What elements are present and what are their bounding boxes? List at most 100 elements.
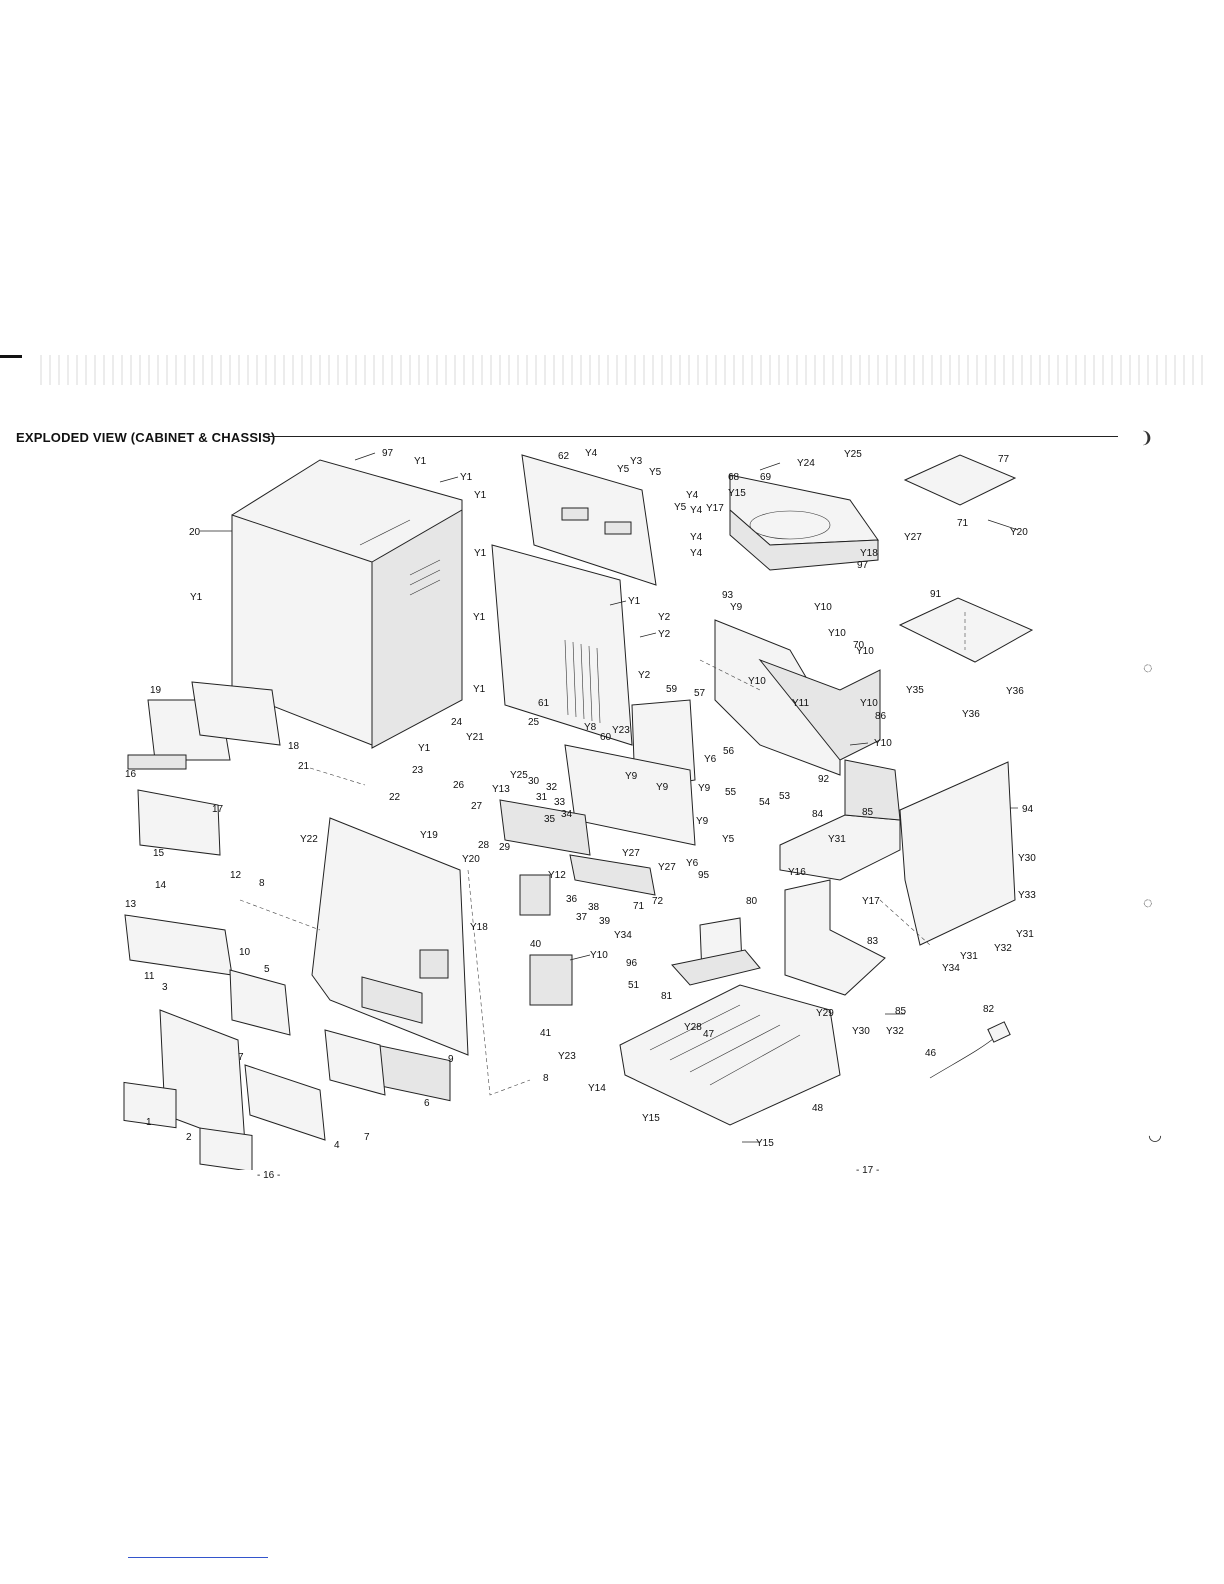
binder-hole-icon: ◌ — [1143, 895, 1153, 912]
callout-label: 6 — [424, 1098, 430, 1109]
callout-label: Y10 — [874, 738, 892, 749]
callout-label: Y1 — [628, 596, 641, 607]
callout-label: 94 — [1022, 804, 1034, 815]
callout-label: Y12 — [548, 870, 566, 881]
callout-label: 97 — [382, 448, 394, 459]
callout-label: 12 — [230, 870, 242, 881]
callout-label: Y20 — [462, 854, 480, 865]
callout-label: Y25 — [844, 449, 862, 460]
callout-label: Y2 — [658, 612, 671, 623]
callout-label: 15 — [153, 848, 165, 859]
callout-label: Y2 — [658, 629, 671, 640]
callout-label: 34 — [561, 809, 573, 820]
callout-label: Y4 — [690, 532, 703, 543]
callout-label: 47 — [703, 1029, 715, 1040]
callout-label: 40 — [530, 939, 542, 950]
callout-label: 26 — [453, 780, 465, 791]
callout-label: 8 — [543, 1073, 549, 1084]
callout-label: 85 — [895, 1006, 907, 1017]
callout-label: Y1 — [460, 472, 473, 483]
callout-label: 16 — [125, 769, 137, 780]
rear-panel — [521, 454, 657, 586]
callout-label: Y1 — [418, 743, 431, 754]
callout-label: 80 — [746, 896, 758, 907]
callout-label: 25 — [528, 717, 540, 728]
callout-label: Y1 — [474, 490, 487, 501]
callout-label: 59 — [666, 684, 678, 695]
binder-hole-icon: ◌ — [1143, 660, 1153, 677]
callout-label: 85 — [862, 807, 874, 818]
callout-label: 82 — [983, 1004, 995, 1015]
cd-changer-mechanism — [729, 474, 879, 571]
callout-label: Y1 — [473, 612, 486, 623]
callout-label: 23 — [412, 765, 424, 776]
callout-label: 4 — [334, 1140, 340, 1151]
callout-label: 41 — [540, 1028, 552, 1039]
power-transformer — [671, 917, 761, 986]
callout-label: 92 — [818, 774, 830, 785]
back-plate-vented — [491, 544, 633, 746]
callout-label: 81 — [661, 991, 673, 1002]
callout-label: 5 — [264, 964, 270, 975]
callout-label: 1 — [146, 1117, 152, 1128]
callout-label: Y23 — [558, 1051, 576, 1062]
callout-label: Y36 — [1006, 686, 1024, 697]
callout-label: 86 — [875, 711, 887, 722]
callout-label: 20 — [189, 527, 201, 538]
callout-label: 7 — [364, 1132, 370, 1143]
callout-label: 53 — [779, 791, 791, 802]
callout-label: 56 — [723, 746, 735, 757]
callout-label: 21 — [298, 761, 310, 772]
callout-label: Y6 — [704, 754, 717, 765]
callout-label: 30 — [528, 776, 540, 787]
cabinet-top-cover — [231, 459, 463, 749]
callout-label: 33 — [554, 797, 566, 808]
callout-label: Y5 — [674, 502, 687, 513]
front-bezel-parts — [123, 681, 573, 1170]
callout-label: Y33 — [1018, 890, 1036, 901]
callout-label: 93 — [722, 590, 734, 601]
callout-label: Y18 — [470, 922, 488, 933]
callout-label: Y36 — [962, 709, 980, 720]
callout-label: Y4 — [690, 548, 703, 559]
callout-label: Y9 — [696, 816, 709, 827]
callout-label: Y32 — [886, 1026, 904, 1037]
callout-label: Y35 — [906, 685, 924, 696]
callout-label: 62 — [558, 451, 570, 462]
callout-label: Y31 — [828, 834, 846, 845]
title-rule — [268, 436, 1118, 437]
section-title: EXPLODED VIEW (CABINET & CHASSIS) — [16, 430, 276, 445]
bottom-chassis — [619, 984, 841, 1126]
callout-label: Y31 — [960, 951, 978, 962]
callout-label: 95 — [698, 870, 710, 881]
callout-label: Y23 — [612, 725, 630, 736]
callout-label: Y25 — [510, 770, 528, 781]
callout-label: Y16 — [788, 867, 806, 878]
callout-label: Y3 — [630, 456, 643, 467]
callout-label: Y34 — [942, 963, 960, 974]
callout-label: Y10 — [814, 602, 832, 613]
callout-label: Y9 — [625, 771, 638, 782]
callout-label: Y5 — [617, 464, 630, 475]
callout-label: Y27 — [658, 862, 676, 873]
callout-label: 84 — [812, 809, 824, 820]
callout-label: Y9 — [656, 782, 669, 793]
callout-label: 8 — [259, 878, 265, 889]
callout-label: Y34 — [614, 930, 632, 941]
binder-mark-icon: ❩ — [1140, 430, 1154, 447]
callout-label: 68 — [728, 472, 740, 483]
callout-label: Y10 — [590, 950, 608, 961]
bottom-underline — [128, 1557, 268, 1558]
callout-label: Y2 — [638, 670, 651, 681]
callout-label: 39 — [599, 916, 611, 927]
callout-label: Y21 — [466, 732, 484, 743]
callout-label: 9 — [448, 1054, 454, 1065]
callout-label: Y6 — [686, 858, 699, 869]
callout-label: Y11 — [792, 698, 809, 709]
callout-label: Y30 — [1018, 853, 1036, 864]
callout-label: Y1 — [414, 456, 427, 467]
callout-label: 13 — [125, 899, 137, 910]
callout-label: Y30 — [852, 1026, 870, 1037]
callout-label: Y17 — [706, 503, 724, 514]
